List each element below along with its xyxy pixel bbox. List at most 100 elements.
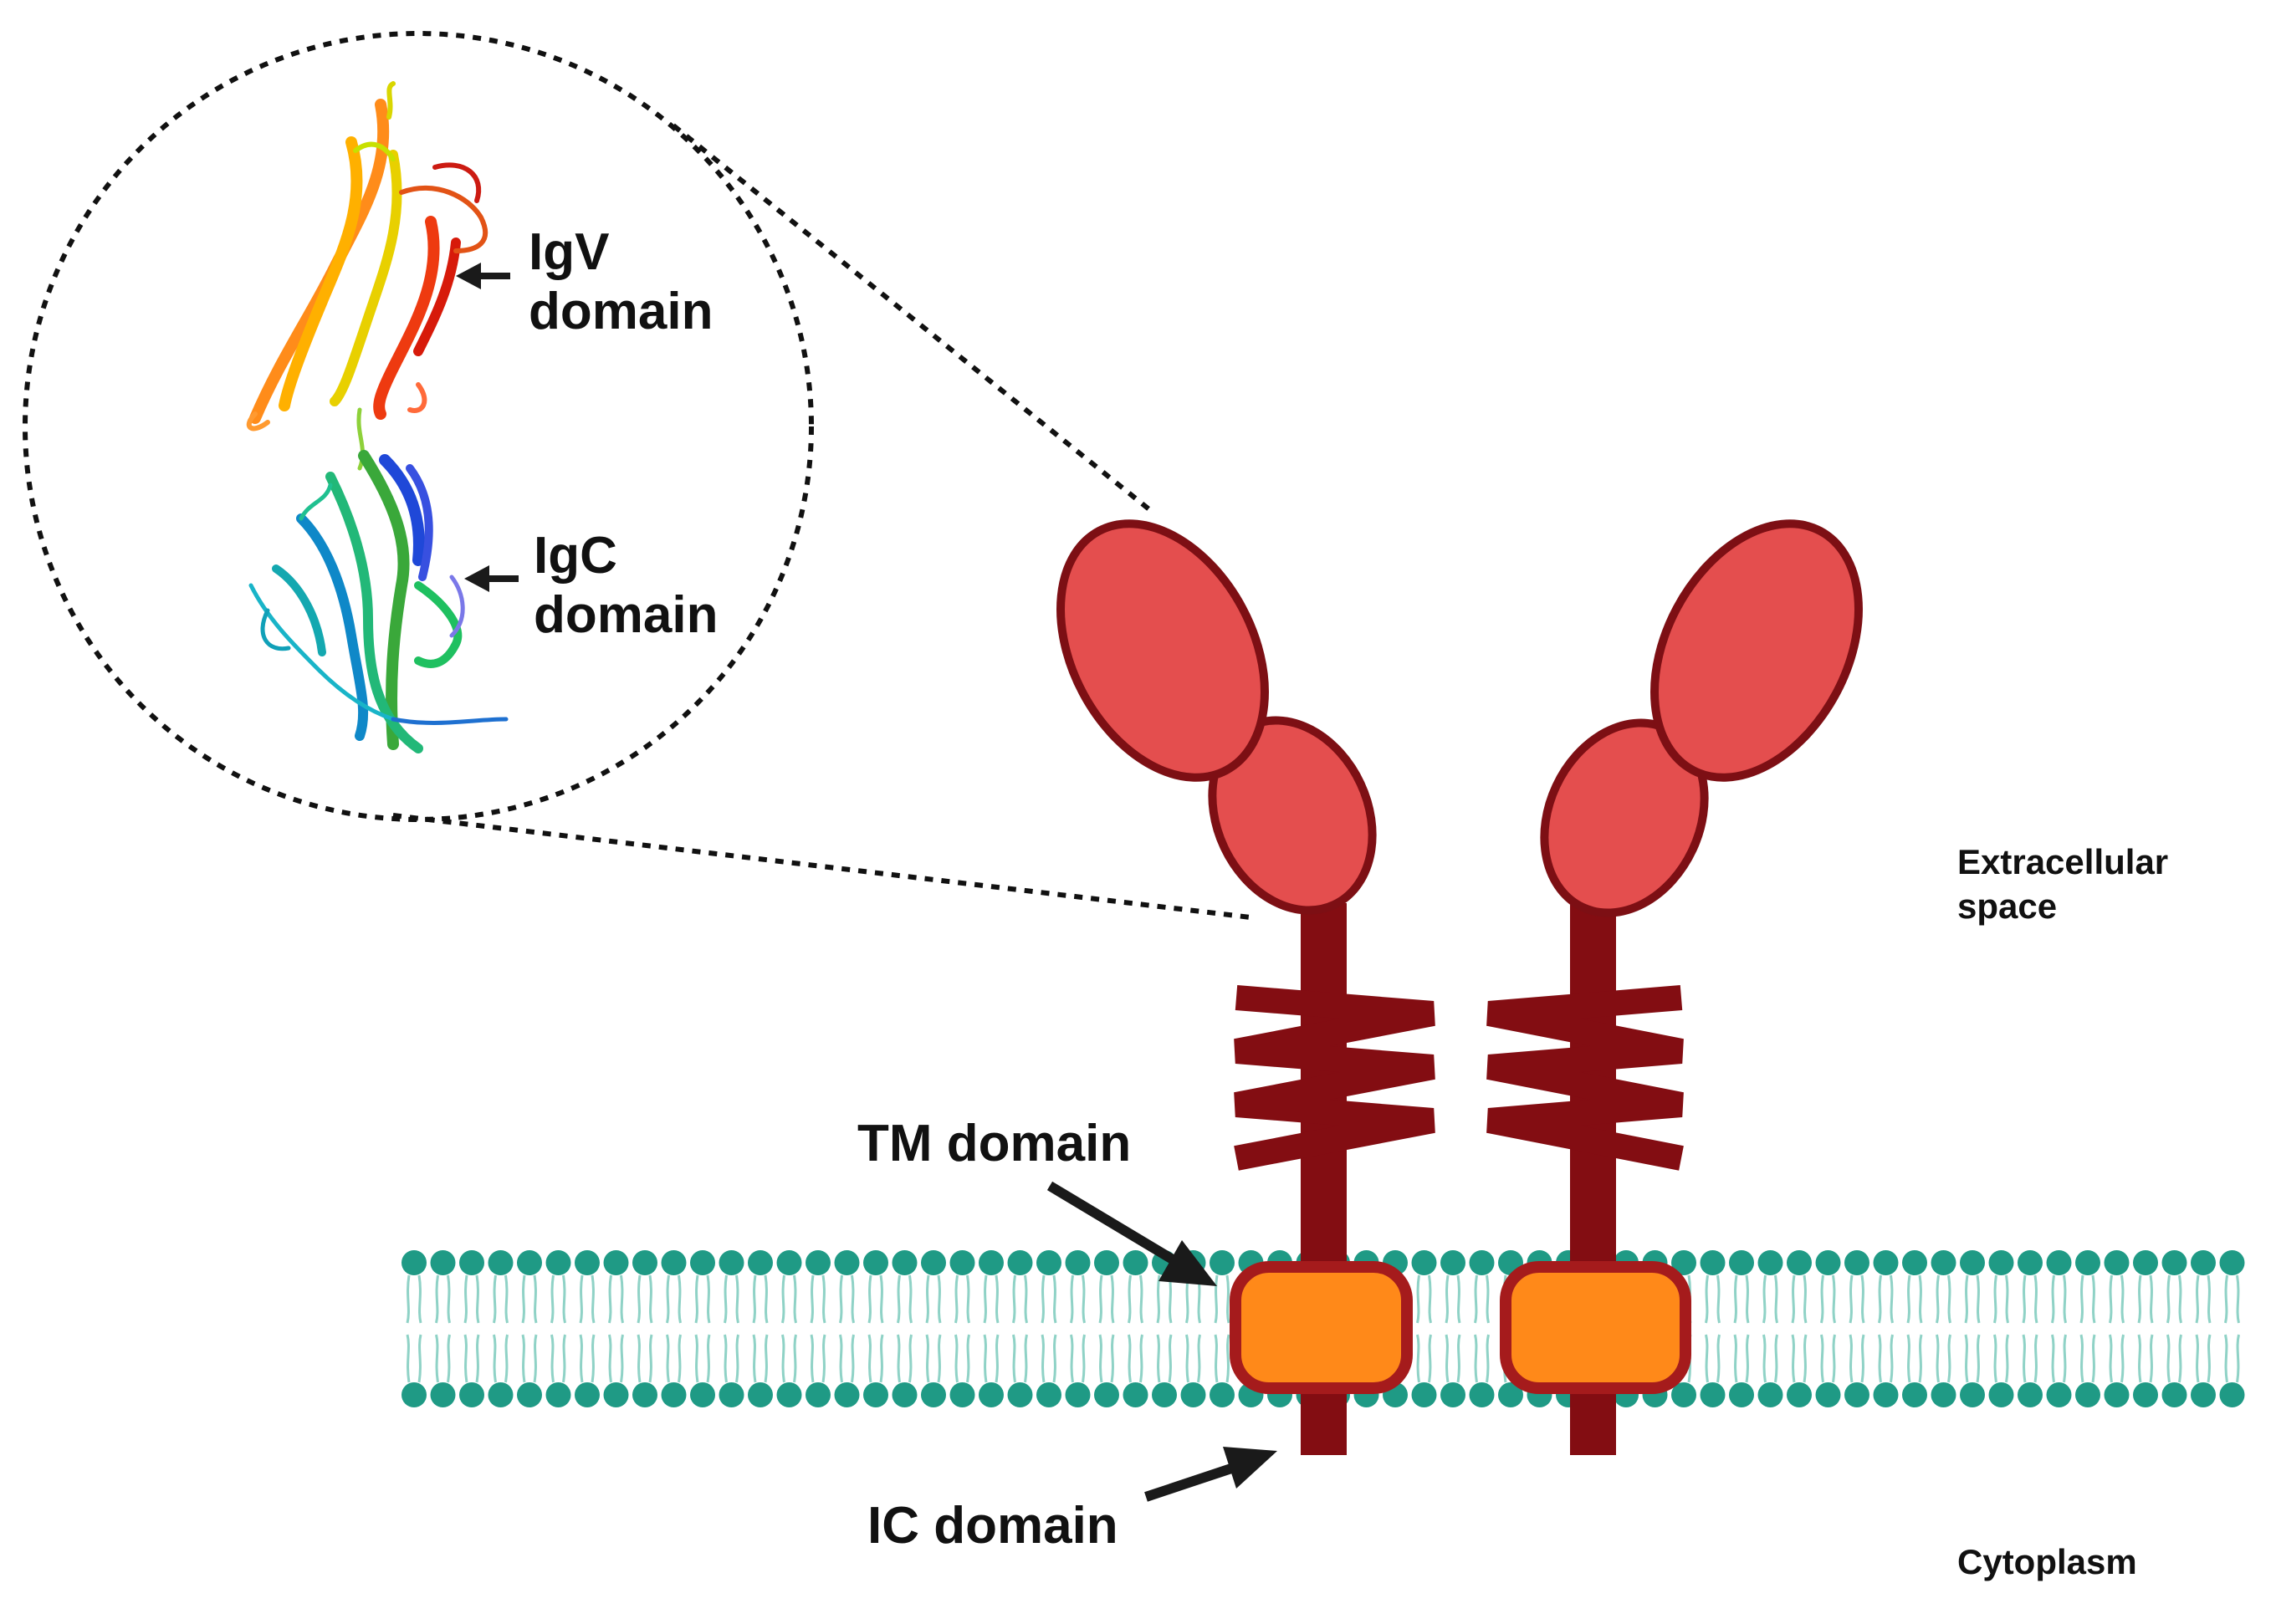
lipid-tail xyxy=(1041,1334,1057,1383)
lipid-tail xyxy=(1705,1334,1721,1383)
lipid-head xyxy=(892,1250,918,1275)
tm-box-left xyxy=(1230,1261,1413,1394)
lipid-head xyxy=(2018,1382,2043,1407)
lipid-head xyxy=(1210,1250,1235,1275)
lipid-tail xyxy=(1098,1334,1115,1383)
lipid-head xyxy=(430,1382,456,1407)
lipid-head xyxy=(690,1382,715,1407)
lipid-tail xyxy=(1733,1274,1750,1324)
lipid-tail xyxy=(2224,1334,2240,1383)
lipid-tail xyxy=(1936,1334,1951,1383)
lipid-tail xyxy=(2137,1334,2154,1383)
lipid-head xyxy=(1440,1382,1465,1407)
lipid-head xyxy=(401,1382,427,1407)
lipid-head xyxy=(979,1250,1004,1275)
lipid-head xyxy=(1469,1250,1495,1275)
lipid-head xyxy=(748,1382,773,1407)
lipid-head xyxy=(1210,1382,1235,1407)
lipid-head xyxy=(459,1382,484,1407)
lipid-tail xyxy=(2022,1274,2038,1324)
lipid-tail xyxy=(1964,1274,1981,1324)
lipid-head xyxy=(2046,1250,2072,1275)
lipid-tail xyxy=(521,1274,538,1324)
lipid-head xyxy=(1931,1250,1956,1275)
lipid-tail xyxy=(493,1274,509,1324)
lipid-head xyxy=(401,1250,427,1275)
lipid-tail xyxy=(954,1274,970,1324)
lipid-head xyxy=(1671,1382,1696,1407)
lipid-tail xyxy=(463,1274,480,1324)
lipid-tail xyxy=(2051,1274,2067,1324)
lipid-head xyxy=(834,1250,860,1275)
lipid-tail xyxy=(1156,1334,1173,1383)
lipid-head xyxy=(2219,1382,2245,1407)
lipid-head xyxy=(806,1382,831,1407)
tm-box-right xyxy=(1500,1261,1691,1394)
lipid-tail xyxy=(954,1334,970,1383)
lipid-head xyxy=(1094,1250,1119,1275)
lipid-tail xyxy=(1820,1274,1836,1324)
lipid-tail xyxy=(781,1334,797,1383)
lipid-head xyxy=(1094,1382,1119,1407)
lipid-tail xyxy=(694,1274,711,1324)
ic-domain-label: IC domain xyxy=(867,1497,1118,1555)
lipid-head xyxy=(1065,1382,1091,1407)
lipid-head xyxy=(949,1382,975,1407)
lipid-head xyxy=(517,1250,542,1275)
lipid-head xyxy=(2075,1250,2100,1275)
lipid-head xyxy=(949,1250,975,1275)
lipid-tail xyxy=(2051,1334,2067,1383)
zoom-line-top xyxy=(672,123,1152,513)
lipid-tail xyxy=(1791,1334,1808,1383)
lipid-tail xyxy=(1185,1334,1201,1383)
lipid-tail xyxy=(637,1274,653,1324)
lipid-head xyxy=(1180,1382,1206,1407)
lipid-head xyxy=(1411,1382,1437,1407)
lipid-head xyxy=(1469,1382,1495,1407)
lipid-tail xyxy=(925,1334,942,1383)
lipid-head xyxy=(2018,1250,2043,1275)
lipid-tail xyxy=(608,1274,624,1324)
lipid-head xyxy=(892,1382,918,1407)
lipid-head xyxy=(1411,1250,1437,1275)
lipid-head xyxy=(1152,1382,1177,1407)
spring-left xyxy=(1234,985,1435,1171)
lipid-head xyxy=(488,1382,514,1407)
lipid-head xyxy=(1065,1250,1091,1275)
lipid-tail xyxy=(2195,1274,2212,1324)
lipid-head xyxy=(2104,1250,2130,1275)
lipid-head xyxy=(632,1382,657,1407)
lipid-tail xyxy=(752,1274,769,1324)
lipid-tail xyxy=(1156,1274,1173,1324)
lipid-tail xyxy=(983,1274,1000,1324)
lipid-tail xyxy=(1128,1334,1143,1383)
lipid-head xyxy=(776,1250,802,1275)
lipid-head xyxy=(1787,1250,1812,1275)
lipid-head xyxy=(834,1382,860,1407)
lipid-head xyxy=(1123,1250,1148,1275)
lipid-head xyxy=(575,1382,600,1407)
lipid-head xyxy=(1498,1382,1523,1407)
lipid-head xyxy=(1902,1382,1927,1407)
lipid-tail xyxy=(2195,1334,2212,1383)
lipid-tail xyxy=(1964,1334,1981,1383)
lipid-tail xyxy=(694,1334,711,1383)
lipid-tail xyxy=(435,1334,451,1383)
lipid-tail xyxy=(2022,1334,2038,1383)
igc-label-line2: domain xyxy=(534,586,718,644)
lipid-tail xyxy=(2079,1334,2096,1383)
lipid-head xyxy=(1931,1382,1956,1407)
tm-domain-arrow xyxy=(1046,1181,1217,1286)
lipid-tail xyxy=(637,1334,653,1383)
lipid-head xyxy=(1815,1382,1841,1407)
extracellular-label-line2: space xyxy=(1957,886,2057,926)
lipid-tail xyxy=(1906,1274,1923,1324)
lipid-head xyxy=(2133,1382,2158,1407)
lipid-tail xyxy=(867,1274,884,1324)
lipid-tail xyxy=(2166,1274,2182,1324)
lipid-tail xyxy=(550,1334,566,1383)
lipid-tail xyxy=(463,1334,480,1383)
lipid-tail xyxy=(579,1334,596,1383)
lipid-head xyxy=(1873,1382,1899,1407)
